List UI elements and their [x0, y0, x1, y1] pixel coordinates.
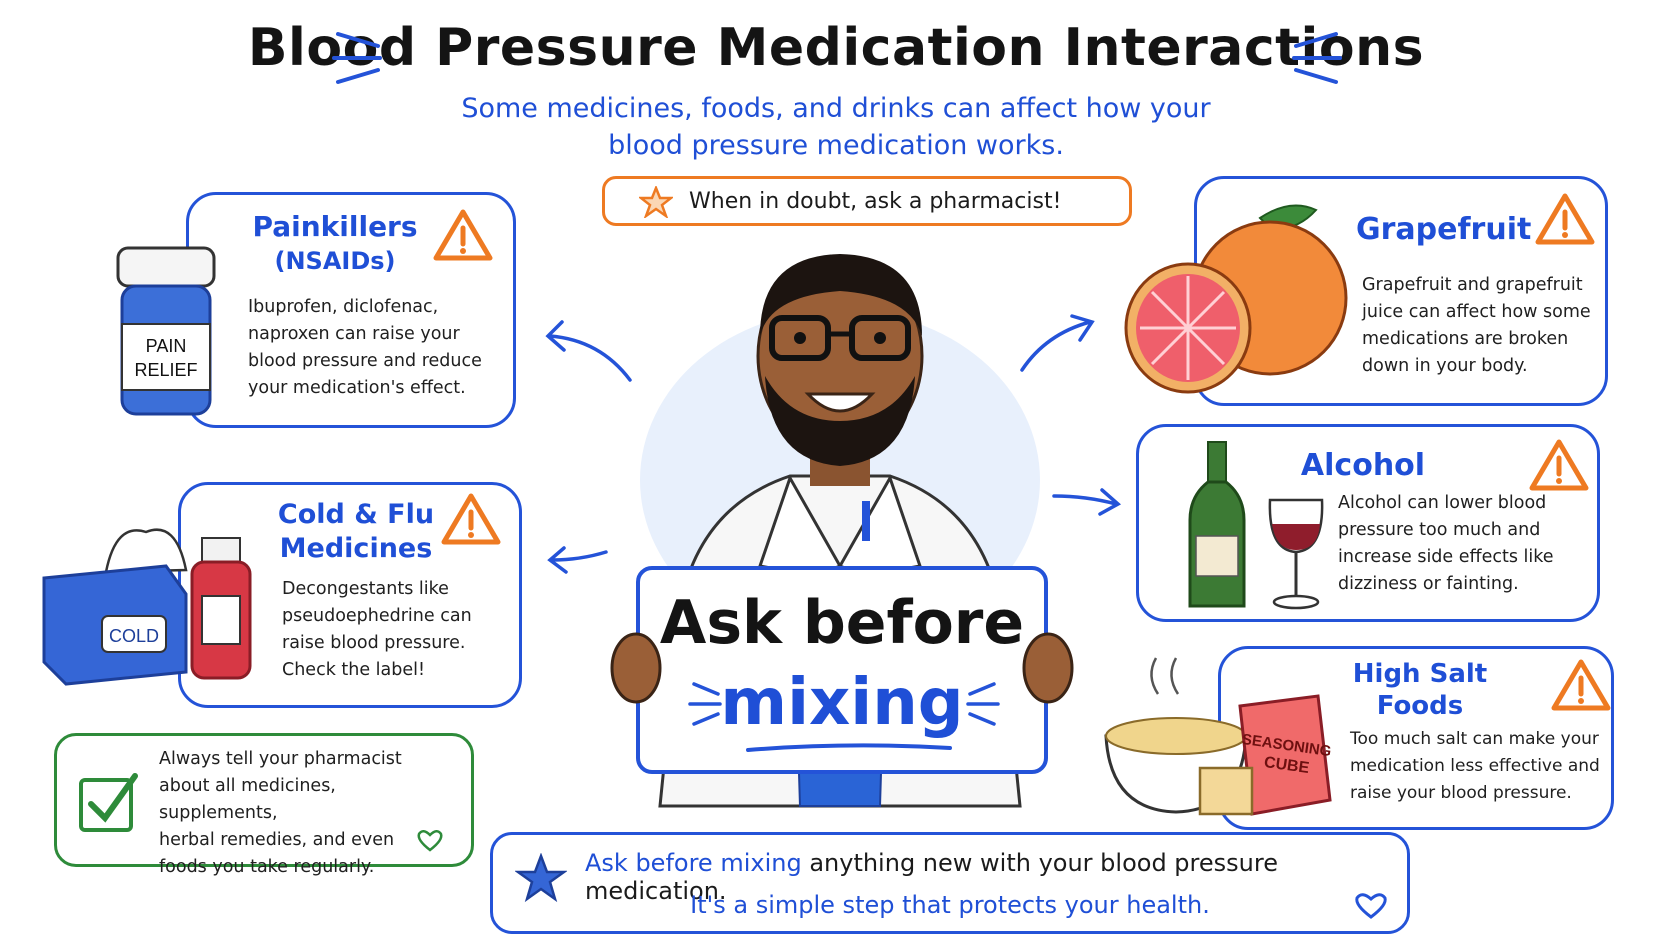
sign-line2: mixing	[720, 666, 964, 740]
sign-accent-left-icon	[688, 682, 722, 726]
cold-flu-text: Decongestants like pseudoephedrine can r…	[282, 579, 472, 680]
grapefruit-title: Grapefruit	[1356, 212, 1532, 247]
noodles-and-seasoning-illustration: SEASONING CUBE	[1104, 657, 1332, 816]
title-accent-right-icon	[1292, 32, 1342, 84]
high-salt-title: High Salt Foods	[1352, 659, 1488, 721]
title-accent-left-icon	[332, 32, 382, 84]
alcohol-title: Alcohol	[1300, 448, 1426, 483]
warning-icon	[441, 493, 501, 545]
warning-icon	[433, 209, 493, 261]
star-icon	[515, 853, 567, 903]
ask-before-mixing-sign: Ask before mixing	[636, 566, 1048, 774]
warning-icon	[1529, 439, 1589, 491]
sign-accent-right-icon	[966, 682, 1000, 726]
sign-line1: Ask before	[659, 588, 1025, 658]
sign-underline	[746, 743, 952, 752]
heart-icon	[1355, 893, 1387, 919]
footer-line1: Ask before mixing anything new with your…	[585, 849, 1278, 905]
high-salt-text: Too much salt can make your medication l…	[1350, 729, 1600, 803]
page-title: Blood Pressure Medication Interactions	[247, 18, 1425, 78]
tip-banner: When in doubt, ask a pharmacist!	[602, 176, 1132, 226]
cold-flu-title: Cold & Flu Medicines	[277, 499, 435, 564]
subtitle: Some medicines, foods, and drinks can af…	[461, 93, 1211, 161]
star-icon	[639, 186, 673, 218]
left-hand	[610, 632, 662, 704]
tissue-box-label: COLD	[109, 626, 159, 646]
jar-label-line1: PAIN	[146, 336, 187, 356]
painkillers-text: Ibuprofen, diclofenac, naproxen can rais…	[248, 297, 482, 398]
reminder-card: Always tell your pharmacist about all me…	[54, 733, 474, 877]
wine-illustration	[1188, 441, 1324, 610]
reminder-text: Always tell your pharmacist about all me…	[159, 749, 402, 877]
tissue-box-and-syrup-illustration: COLD	[42, 528, 252, 686]
pill-jar-illustration: PAIN RELIEF	[116, 246, 216, 416]
alcohol-text: Alcohol can lower blood pressure too muc…	[1338, 493, 1554, 594]
tip-text: When in doubt, ask a pharmacist!	[689, 189, 1062, 214]
warning-icon	[1535, 193, 1595, 245]
painkillers-title: Painkillers (NSAIDs)	[252, 210, 418, 275]
footer-line2: It's a simple step that protects your he…	[690, 891, 1210, 919]
checkbox-checked-icon	[79, 773, 138, 832]
grapefruit-text: Grapefruit and grapefruit juice can affe…	[1362, 275, 1591, 376]
footer-banner: Ask before mixing anything new with your…	[490, 832, 1410, 934]
jar-label-line2: RELIEF	[134, 360, 197, 380]
heart-icon	[417, 830, 443, 852]
warning-icon	[1551, 659, 1611, 711]
seasoning-packet-line2: CUBE	[1263, 754, 1311, 777]
grapefruit-illustration	[1124, 204, 1348, 394]
right-hand	[1022, 632, 1074, 704]
